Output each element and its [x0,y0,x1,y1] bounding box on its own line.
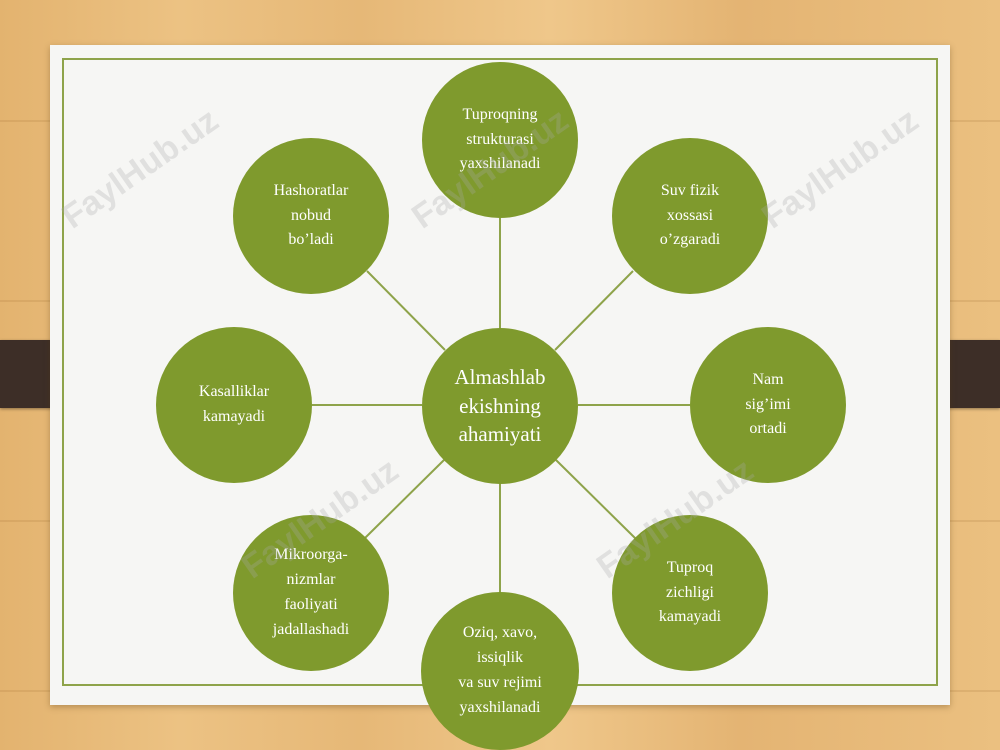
center-label: Almashlab ekishning ahamiyati [454,365,546,447]
center-node: Almashlab ekishning ahamiyati [422,328,578,484]
node-left: Kasalliklar kamayadi [156,327,312,483]
node-bottom: Oziq, xavo, issiqlik va suv rejimi yaxsh… [421,592,579,750]
connector-bottom-right [555,459,636,539]
node-top: Tuproqning strukturasi yaxshilanadi [422,62,578,218]
connector-top-right [554,270,634,351]
connector-bottom-left [364,459,445,539]
node-label: Tuproqning strukturasi yaxshilanadi [459,105,541,173]
node-label: Kasalliklar kamayadi [198,383,270,425]
node-top-right: Suv fizik xossasi o’zgaradi [612,138,768,294]
node-label: Mikroorga- nizmlar faoliyati jadallashad… [272,546,350,638]
node-label: Hashoratlar nobud bo’ladi [273,181,349,249]
node-top-left: Hashoratlar nobud bo’ladi [233,138,389,294]
node-label: Tuproq zichligi kamayadi [658,558,722,626]
node-label: Suv fizik xossasi o’zgaradi [659,181,721,249]
node-label: Oziq, xavo, issiqlik va suv rejimi yaxsh… [458,624,542,716]
node-right: Nam sig’imi ortadi [690,327,846,483]
node-bottom-right: Tuproq zichligi kamayadi [612,515,768,671]
node-label: Nam sig’imi ortadi [745,370,791,438]
connector-top-left [366,270,446,351]
node-bottom-left: Mikroorga- nizmlar faoliyati jadallashad… [233,515,389,671]
